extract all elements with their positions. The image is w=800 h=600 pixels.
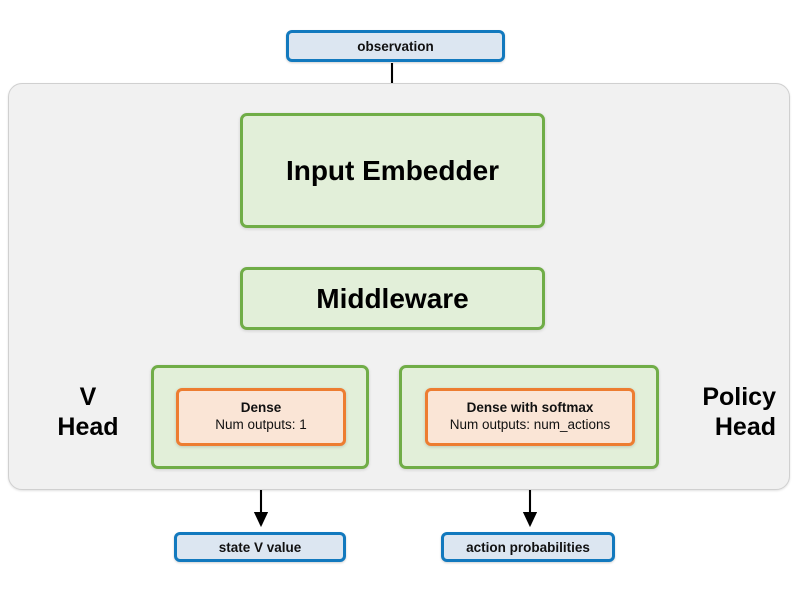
v-head-dense-title: Dense [240,400,282,416]
v-head-dense-box[interactable]: Dense Num outputs: 1 [176,388,346,446]
state-v-value-label: state V value [218,539,302,555]
v-head-dense-subtitle: Num outputs: 1 [215,417,307,432]
observation-box[interactable]: observation [286,30,505,62]
middleware-block[interactable]: Middleware [240,267,545,330]
action-probabilities-box[interactable]: action probabilities [441,532,615,562]
policy-head-dense-title: Dense with softmax [466,400,594,416]
input-embedder-label: Input Embedder [285,154,500,186]
policy-head-dense-box[interactable]: Dense with softmax Num outputs: num_acti… [425,388,635,446]
policy-head-label: Policy Head [702,383,776,441]
state-v-value-box[interactable]: state V value [174,532,346,562]
middleware-label: Middleware [316,282,469,314]
observation-label: observation [357,38,434,54]
v-head-label: V Head [57,383,119,441]
action-probabilities-label: action probabilities [466,539,590,555]
policy-head-dense-subtitle: Num outputs: num_actions [449,417,611,432]
input-embedder-block[interactable]: Input Embedder [240,113,545,228]
